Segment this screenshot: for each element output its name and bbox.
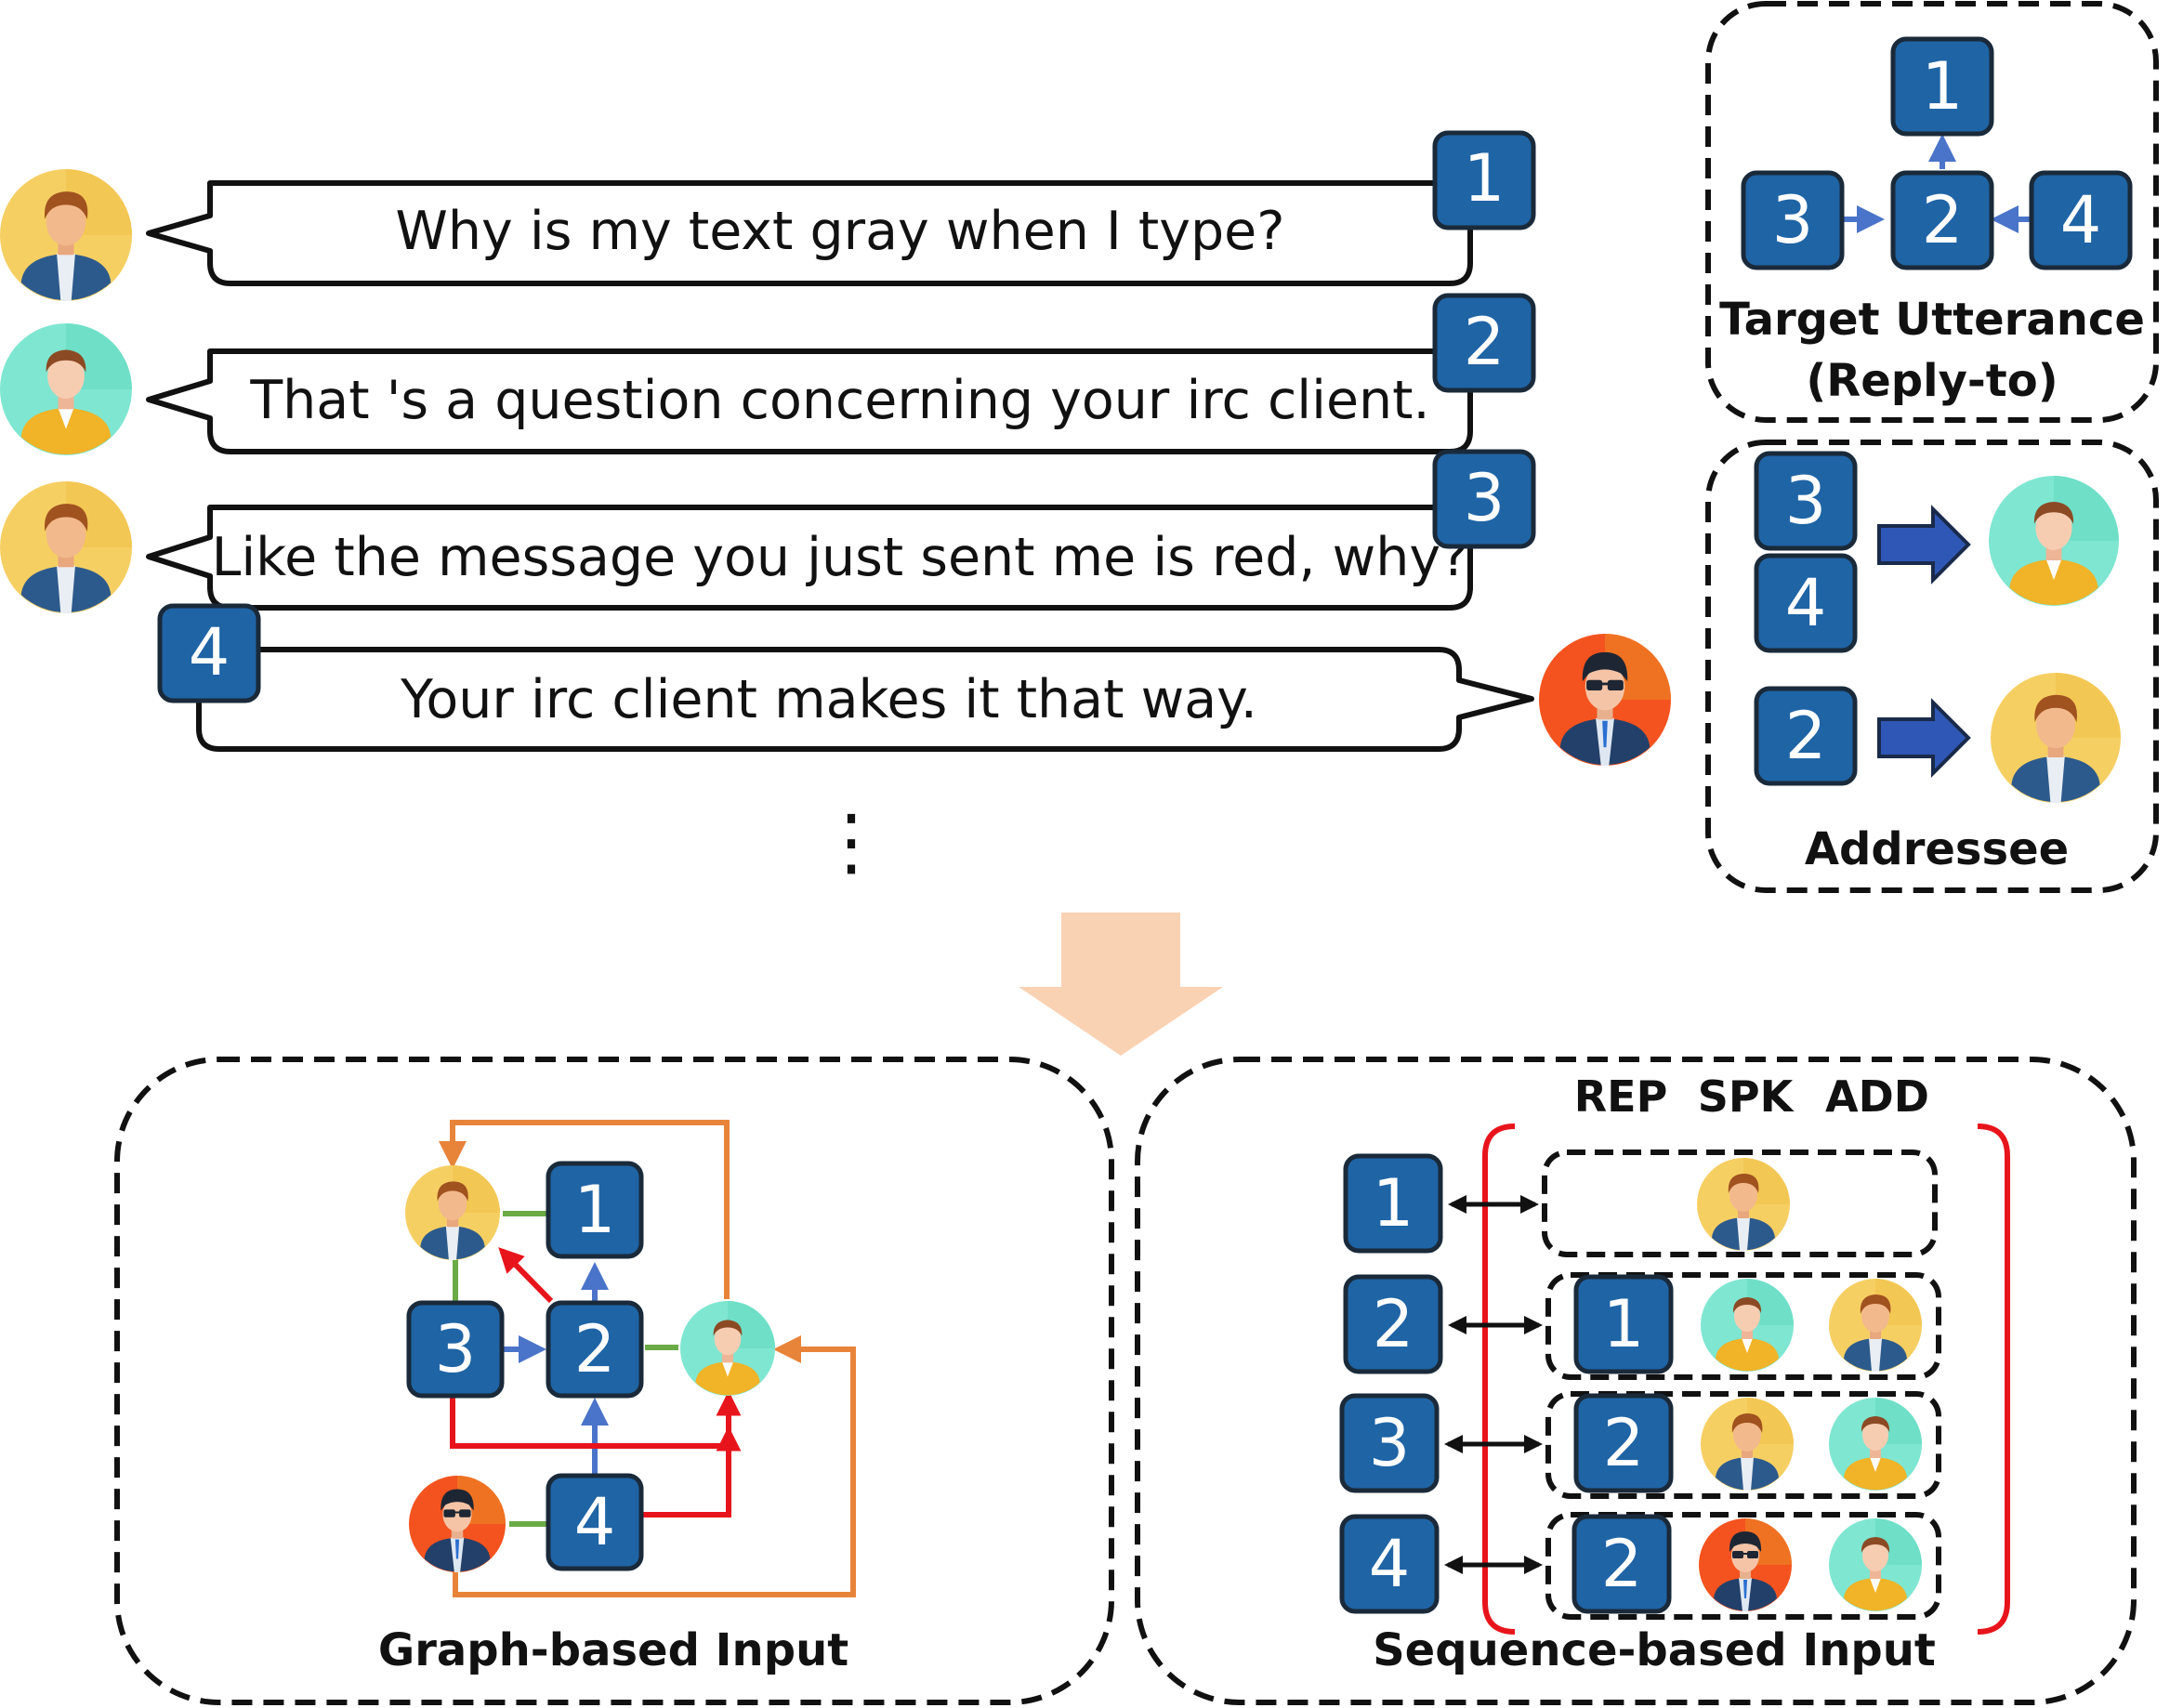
addressee-yellow-avatar [1991,673,2121,803]
svg-text:4: 4 [574,1484,616,1560]
header-rep: REP [1574,1071,1668,1122]
target-node-2: 2 [1890,170,1994,270]
utterance-box-2: 2 [1432,293,1536,393]
graph-mint-avatar [680,1301,775,1396]
row4-speaker-avatar [1699,1518,1792,1611]
utterance-box-1: 1 [1432,130,1536,230]
utterance-box-3: 3 [1432,449,1536,549]
graph-node-1: 1 [546,1161,644,1259]
block-arrow-icon [1877,698,1971,778]
row3-addressee-avatar [1829,1398,1922,1491]
utterance-box-2-label: 2 [1464,304,1506,380]
right-red-bracket [1977,1123,2010,1635]
utterance-box-3-label: 3 [1464,460,1506,536]
target-panel-title-1: Target Utterance [1719,294,2145,346]
addressee-node-4: 4 [1754,553,1858,653]
graph-node-3: 3 [406,1300,505,1399]
graph-node-4: 4 [546,1473,644,1571]
addressee-node-3: 3 [1754,451,1858,551]
svg-text:4: 4 [1369,1526,1411,1602]
sequence-panel: REP SPK ADD 1 2 1 3 [1135,1057,2137,1705]
target-utterance-panel: 1 2 3 4 Target Utterance (Reply-to) [1705,1,2159,423]
svg-text:1: 1 [574,1172,616,1248]
svg-text:2: 2 [1601,1526,1643,1602]
utterance-1-text: Why is my text gray when I type? [396,201,1285,262]
header-add: ADD [1825,1071,1929,1122]
speech-bubble-1: Why is my text gray when I type? [0,169,1473,301]
sequence-row-4: 4 2 [1339,1512,1941,1620]
speaker-orange-avatar [1539,634,1671,766]
svg-text:3: 3 [1772,182,1814,258]
row1-speaker-avatar [1697,1158,1790,1251]
utterance-box-4: 4 [157,603,261,703]
svg-text:1: 1 [1922,48,1964,125]
svg-text:1: 1 [1603,1286,1645,1362]
utterance-4-text: Your irc client makes it that way. [400,669,1257,730]
svg-text:2: 2 [574,1311,616,1387]
block-arrow-icon [1877,505,1971,585]
target-node-1: 1 [1890,36,1994,137]
left-red-bracket [1482,1123,1516,1635]
svg-text:4: 4 [2060,182,2102,258]
row4-addressee-avatar [1829,1518,1922,1611]
header-spk: SPK [1698,1071,1795,1122]
graph-yellow-avatar [405,1165,500,1260]
svg-text:3: 3 [435,1311,477,1387]
graph-panel: 1 2 3 4 Graph-based Input [114,1057,1114,1705]
sequence-row-2: 2 1 [1343,1272,1941,1380]
row2-addressee-avatar [1829,1279,1922,1372]
svg-text:2: 2 [1373,1286,1414,1362]
down-arrow-icon [1019,913,1223,1056]
addressee-panel-title: Addressee [1805,823,2069,875]
svg-text:4: 4 [1785,565,1827,641]
graph-node-2: 2 [546,1300,644,1399]
sequence-row-3: 3 2 [1339,1391,1941,1499]
utterance-2-text: That 's a question concerning your irc c… [249,370,1429,431]
svg-text:3: 3 [1369,1405,1411,1481]
svg-text:2: 2 [1603,1405,1645,1481]
utterance-box-1-label: 1 [1464,140,1506,217]
speech-bubble-4: Your irc client makes it that way. [196,634,1671,766]
target-panel-title-2: (Reply-to) [1806,355,2058,407]
speech-bubble-3: Like the message you just sent me is red… [0,481,1473,613]
sequence-panel-title: Sequence-based Input [1373,1624,1936,1676]
addressee-mint-avatar [1989,476,2119,606]
conversation: Why is my text gray when I type? That 's… [0,130,1671,885]
target-node-3: 3 [1741,170,1845,270]
ellipsis: ⋮ [814,798,888,885]
target-node-4: 4 [2029,170,2133,270]
utterance-3-text: Like the message you just sent me is red… [212,527,1469,588]
speaker-mint-avatar [0,323,132,455]
addressee-node-2: 2 [1754,686,1858,786]
graph-panel-title: Graph-based Input [378,1624,848,1676]
speech-bubble-2: That 's a question concerning your irc c… [0,323,1473,455]
sequence-row-1: 1 [1343,1150,1938,1257]
svg-text:1: 1 [1373,1165,1414,1242]
addressee-panel: 3 4 2 Addressee [1705,440,2159,893]
speaker-yellow-avatar [0,481,132,613]
graph-orange-avatar [409,1476,506,1572]
row3-speaker-avatar [1701,1398,1794,1491]
svg-text:3: 3 [1785,463,1827,539]
utterance-box-4-label: 4 [189,614,230,690]
row2-speaker-avatar [1701,1279,1794,1372]
speaker-yellow-avatar [0,169,132,301]
svg-text:2: 2 [1785,698,1827,774]
svg-text:2: 2 [1922,182,1964,258]
